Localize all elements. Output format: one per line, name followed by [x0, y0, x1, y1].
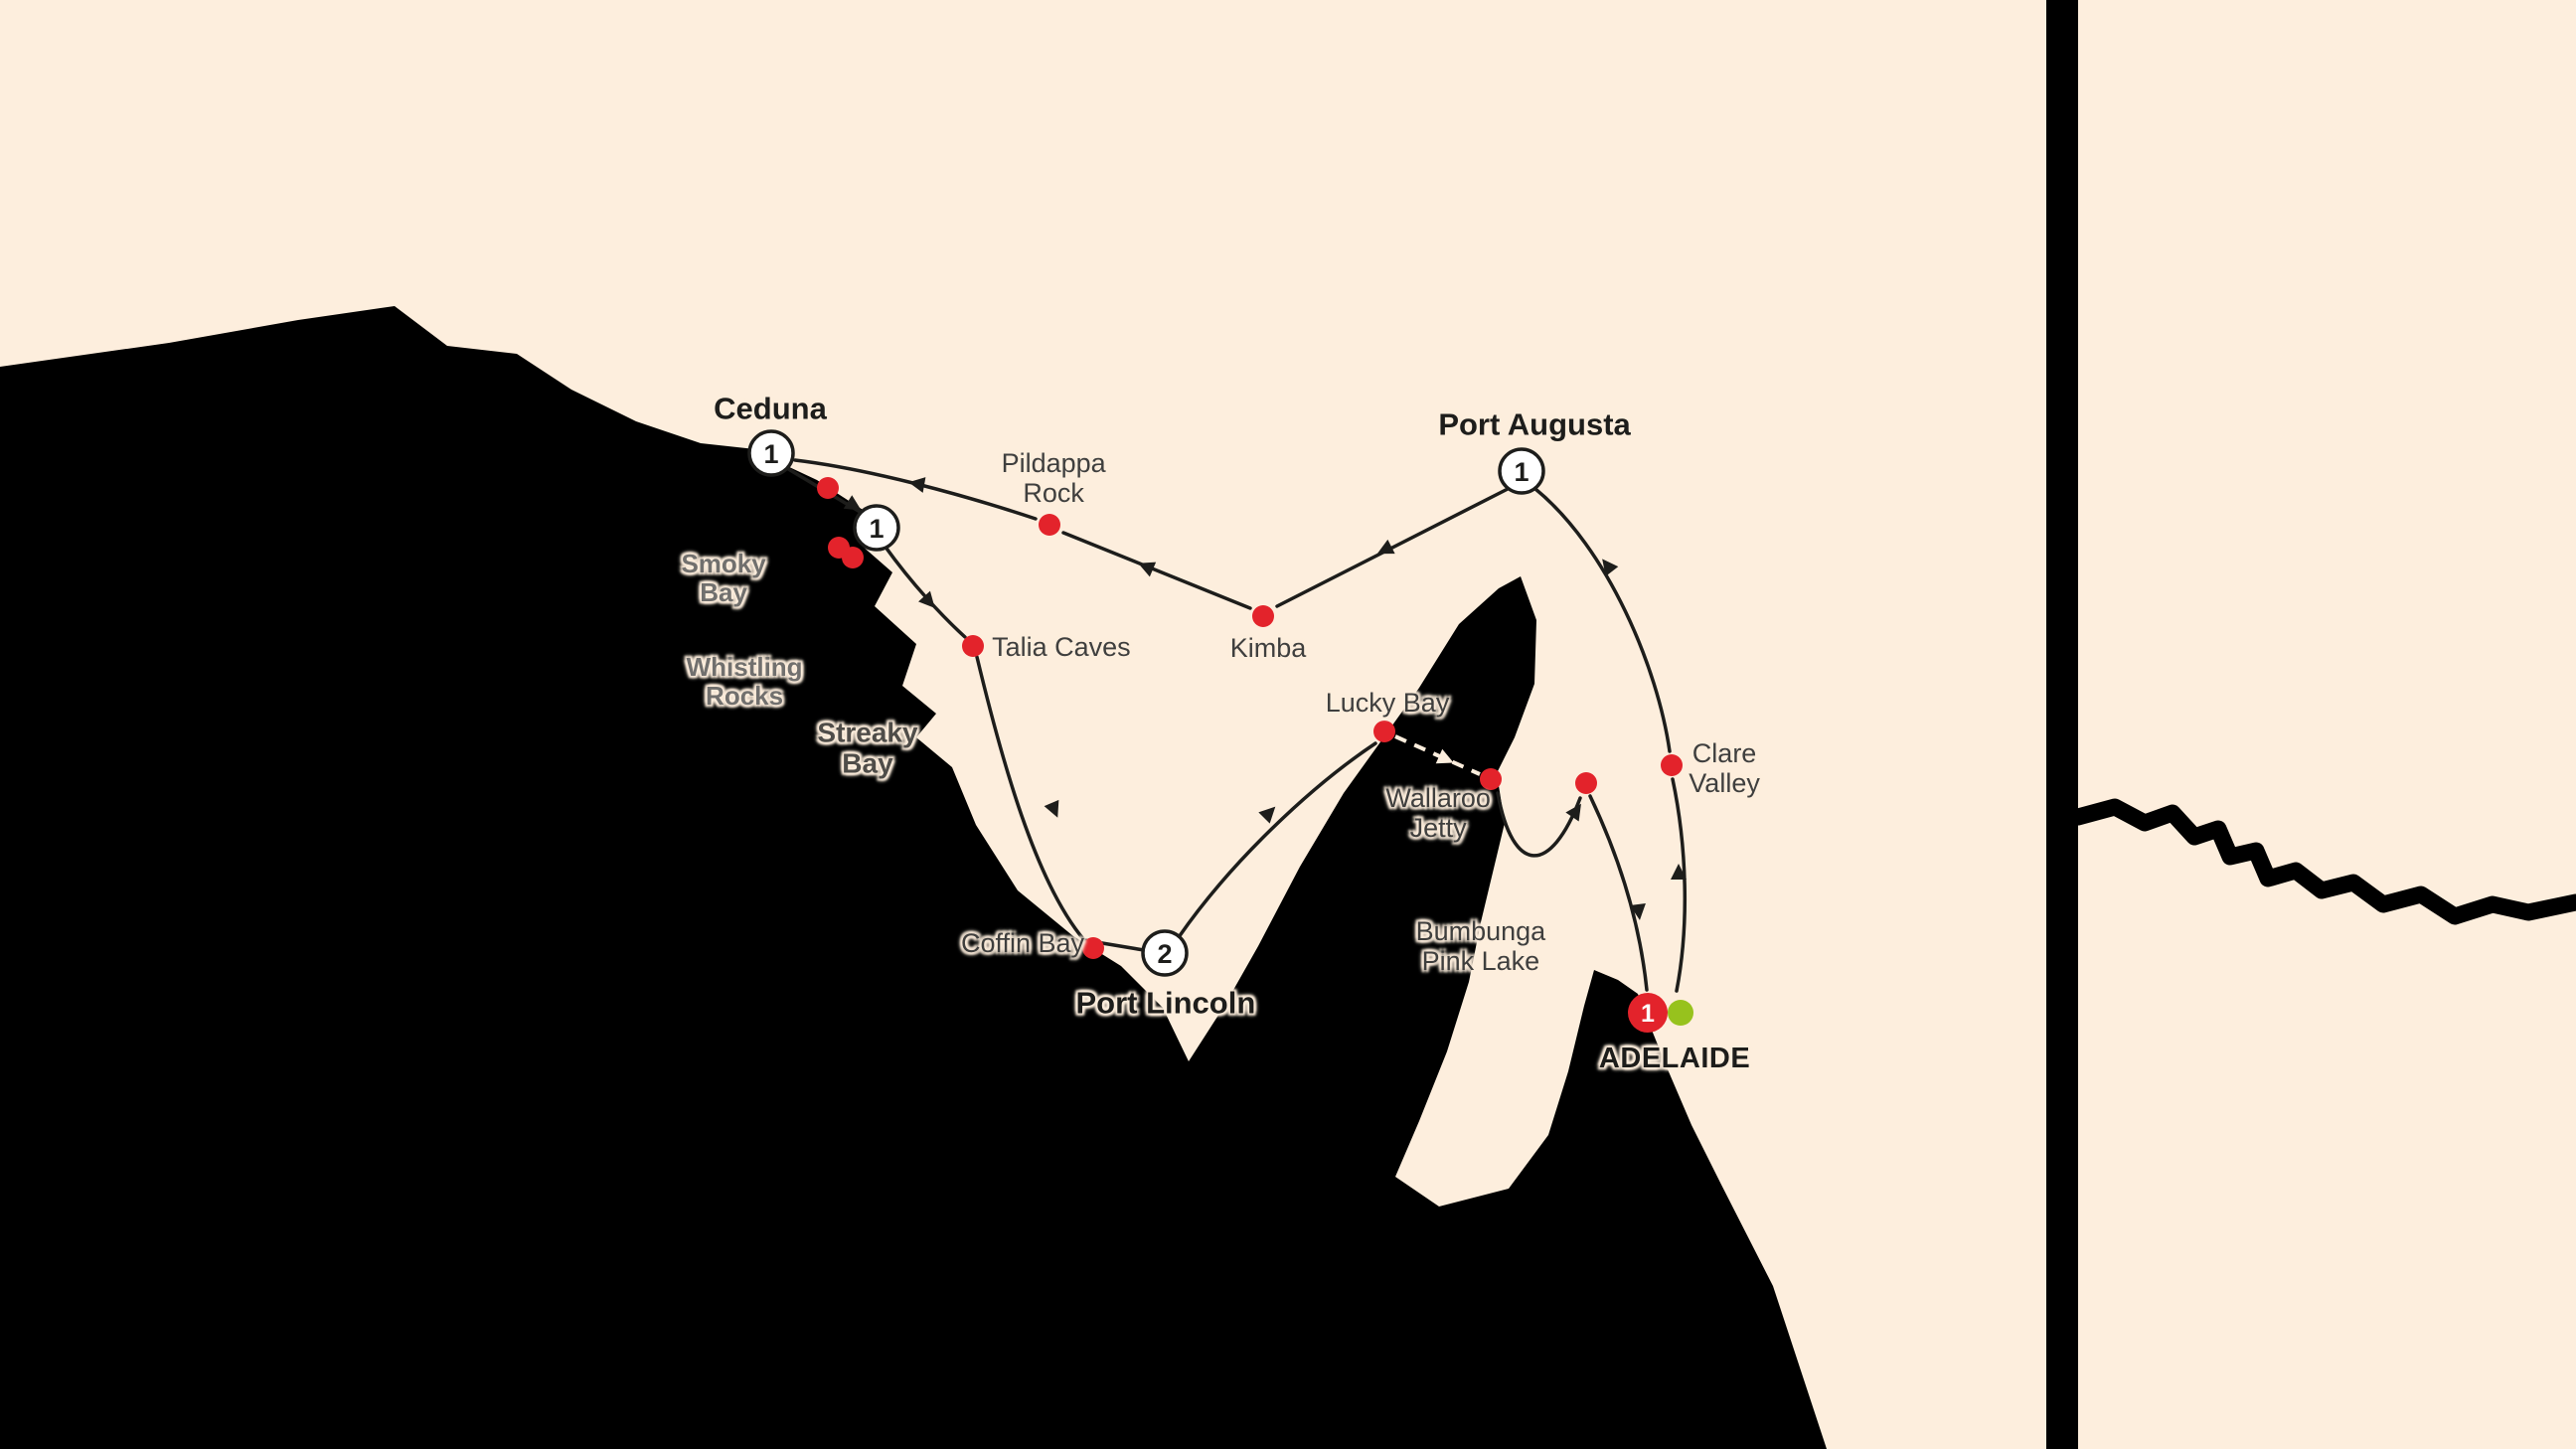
label-kimba-text: Kimba — [1229, 632, 1307, 663]
label-adelaide-text: ADELAIDE — [1598, 1042, 1751, 1074]
stop-marker-coffin-bay — [1082, 937, 1104, 959]
route-bumbunga-adelaide — [1588, 794, 1649, 992]
stop-marker-clare-valley — [1661, 754, 1683, 776]
label-talia-caves: Talia Caves — [992, 632, 1131, 662]
route-adelaide-clare — [1671, 777, 1688, 993]
route-arrow — [918, 590, 935, 608]
label-adelaide: ADELAIDE — [1599, 1043, 1750, 1074]
route-talia-port-lincoln — [975, 655, 1146, 952]
label-port-lincoln-text: Port Lincoln — [1075, 985, 1256, 1021]
route-port-lincoln-lucky-bay — [1177, 741, 1377, 939]
label-clare-line2: Valley — [1689, 768, 1760, 799]
overnight-marker-ceduna — [747, 429, 795, 477]
stop-marker-bumbunga — [1575, 772, 1597, 794]
label-whistling-line1: Whistling — [686, 651, 803, 682]
label-bumbunga-pink-lake: Bumbunga Pink Lake — [1416, 916, 1546, 976]
overnight-nights-port-lincoln: 2 — [1157, 939, 1172, 969]
stop-marker-smoky-bay-b — [842, 547, 864, 568]
adelaide-markers: 1 — [1628, 993, 1693, 1033]
label-pildappa-line1: Pildappa — [1001, 447, 1106, 478]
ocean-shape — [0, 306, 1827, 1449]
label-port-augusta-text: Port Augusta — [1438, 406, 1631, 442]
label-clare-valley: Clare Valley — [1689, 738, 1760, 798]
route-clare-port-augusta — [1533, 487, 1672, 753]
overnight-marker-port-lincoln — [1141, 929, 1189, 977]
label-pildappa-line2: Rock — [1023, 477, 1084, 508]
label-lucky-bay-text: Lucky Bay — [1325, 687, 1450, 718]
overnight-markers: 1 1 1 2 — [747, 429, 1545, 977]
route-arrow — [1376, 539, 1395, 555]
route-arrow — [1258, 806, 1276, 824]
overnight-marker-port-augusta — [1498, 447, 1545, 495]
stop-marker-kimba — [1252, 605, 1274, 627]
label-wallaroo-line2: Jetty — [1409, 812, 1467, 843]
overnight-nights-port-augusta: 1 — [1514, 457, 1529, 487]
label-ceduna: Ceduna — [714, 391, 827, 427]
label-smoky-line1: Smoky — [681, 548, 766, 578]
route-arrow — [843, 495, 862, 511]
river-line — [2069, 798, 2576, 925]
stop-marker-ceduna-coast — [817, 477, 839, 499]
label-kimba: Kimba — [1230, 633, 1307, 663]
route-arrow — [908, 477, 926, 493]
label-talia-text: Talia Caves — [992, 631, 1131, 662]
route-arrow — [1630, 903, 1646, 920]
overnight-marker-smoky-bay — [853, 504, 900, 552]
label-ceduna-text: Ceduna — [714, 391, 827, 426]
stop-markers — [817, 477, 1683, 959]
route-arrow — [1565, 803, 1581, 822]
stop-marker-pildappa-rock — [1039, 514, 1060, 536]
overnight-nights-adelaide: 1 — [1641, 1000, 1655, 1028]
label-clare-line1: Clare — [1691, 737, 1757, 768]
label-smoky-line2: Bay — [700, 577, 747, 608]
label-bumbunga-line2: Pink Lake — [1421, 945, 1540, 976]
label-streaky-line1: Streaky — [817, 717, 918, 748]
overnight-nights-smoky-bay: 1 — [869, 514, 884, 544]
overnight-nights-ceduna: 1 — [763, 439, 778, 469]
route-arrow-ferry — [1435, 748, 1454, 764]
label-bumbunga-line1: Bumbunga — [1415, 915, 1546, 946]
route-arrows — [843, 477, 1687, 920]
label-pildappa-rock: Pildappa Rock — [1002, 448, 1106, 508]
route-wallaroo-bumbunga — [1496, 791, 1582, 858]
label-streaky-bay: Streaky Bay — [817, 718, 917, 780]
label-whistling-line2: Rocks — [706, 680, 784, 711]
label-wallaroo-jetty: Wallaroo Jetty — [1385, 783, 1491, 843]
label-whistling-rocks: Whistling Rocks — [686, 651, 803, 711]
state-border-bar — [2046, 0, 2078, 1449]
stop-marker-talia-caves — [962, 635, 984, 657]
label-coffin-bay-text: Coffin Bay — [960, 927, 1085, 958]
route-port-augusta-kimba — [1275, 487, 1510, 608]
route-arrow — [1138, 562, 1157, 577]
stop-marker-wallaroo-jetty — [1480, 768, 1502, 790]
overnight-marker-adelaide — [1628, 993, 1668, 1033]
route-smoky-talia — [883, 544, 967, 639]
label-port-lincoln: Port Lincoln — [1075, 985, 1256, 1022]
label-streaky-line2: Bay — [842, 748, 893, 780]
route-arrow — [1671, 864, 1687, 880]
route-arrow — [1602, 559, 1619, 576]
label-port-augusta: Port Augusta — [1438, 406, 1631, 443]
label-coffin-bay: Coffin Bay — [961, 928, 1084, 958]
route-arrow — [1044, 799, 1059, 818]
label-wallaroo-line1: Wallaroo — [1385, 782, 1491, 813]
route-kimba-pildappa — [1061, 531, 1252, 610]
stop-marker-lucky-bay — [1373, 721, 1395, 742]
route-ferry-lucky-bay-wallaroo — [1394, 734, 1481, 776]
label-lucky-bay: Lucky Bay — [1326, 688, 1450, 718]
start-marker-adelaide — [1668, 1000, 1693, 1026]
label-smoky-bay: Smoky Bay — [681, 548, 766, 608]
